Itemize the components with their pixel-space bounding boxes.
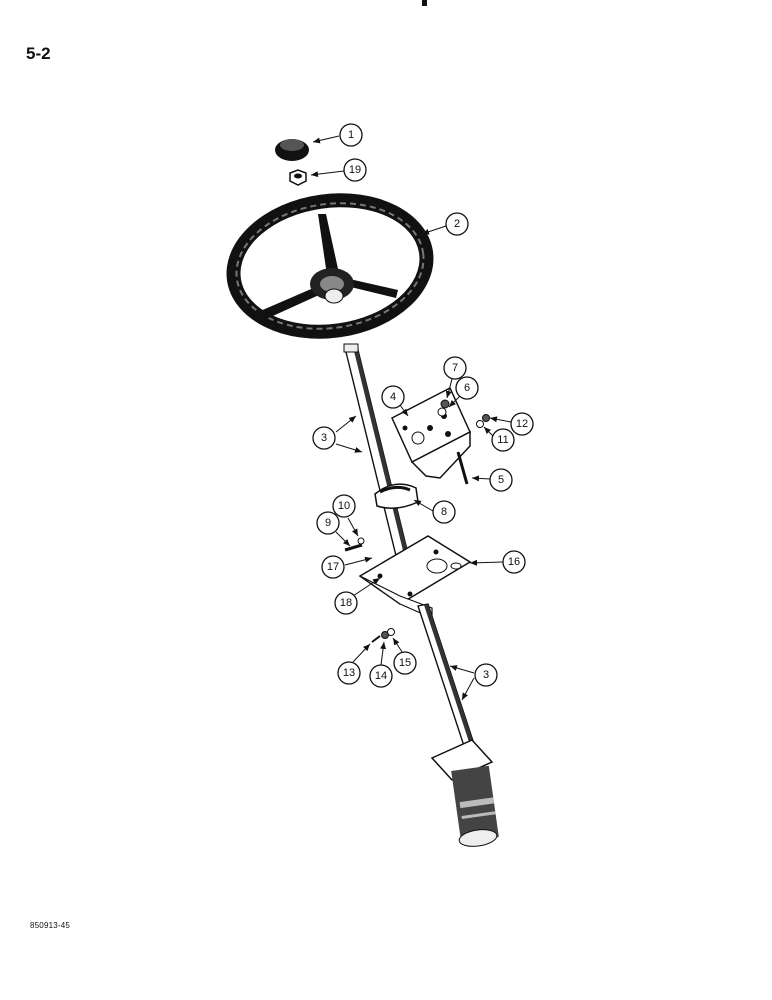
callout-2: 2 [445, 212, 469, 236]
svg-text:3: 3 [321, 432, 327, 444]
callout-3-lower: 3 [474, 663, 498, 687]
callout-6: 6 [455, 376, 479, 400]
callout-19: 19 [343, 158, 367, 182]
svg-text:5: 5 [498, 474, 504, 486]
svg-text:16: 16 [508, 556, 520, 568]
callout-9: 9 [316, 511, 340, 535]
callout-16: 16 [502, 550, 526, 574]
callout-5: 5 [489, 468, 513, 492]
svg-text:4: 4 [390, 391, 396, 403]
svg-text:1: 1 [348, 129, 354, 141]
callout-4: 4 [381, 385, 405, 409]
svg-text:3: 3 [483, 669, 489, 681]
svg-text:7: 7 [452, 362, 458, 374]
steering-nut [289, 169, 307, 186]
svg-text:15: 15 [399, 657, 411, 669]
svg-text:6: 6 [464, 382, 470, 394]
svg-text:14: 14 [375, 670, 387, 682]
callout-15: 15 [393, 651, 417, 675]
svg-text:9: 9 [325, 517, 331, 529]
callout-11: 11 [491, 428, 515, 452]
svg-text:17: 17 [327, 561, 339, 573]
svg-text:8: 8 [441, 506, 447, 518]
upper-steering-shaft [343, 343, 413, 573]
top-mark [422, 0, 427, 6]
callout-10: 10 [332, 494, 356, 518]
callout-13: 13 [337, 661, 361, 685]
callout-17: 17 [321, 555, 345, 579]
horn-cap [275, 139, 309, 161]
callout-18: 18 [334, 591, 358, 615]
svg-text:18: 18 [340, 597, 352, 609]
callout-12: 12 [510, 412, 534, 436]
svg-text:2: 2 [454, 218, 460, 230]
steering-control-unit [430, 739, 499, 847]
callout-1: 1 [339, 123, 363, 147]
callout-3-upper: 3 [312, 426, 336, 450]
svg-text:11: 11 [497, 434, 508, 446]
drawing-code: 850913-45 [30, 921, 71, 930]
callout-14: 14 [369, 664, 393, 688]
leader-lines [310, 135, 512, 701]
lower-mounting-plate [358, 535, 472, 619]
callout-8: 8 [432, 500, 456, 524]
svg-text:12: 12 [516, 418, 528, 430]
svg-text:13: 13 [343, 667, 355, 679]
page-number: 5-2 [26, 44, 51, 63]
steering-wheel [226, 193, 434, 339]
lower-steering-shaft [417, 603, 475, 747]
svg-text:19: 19 [349, 164, 361, 176]
svg-text:10: 10 [338, 500, 350, 512]
callout-7: 7 [443, 356, 467, 380]
